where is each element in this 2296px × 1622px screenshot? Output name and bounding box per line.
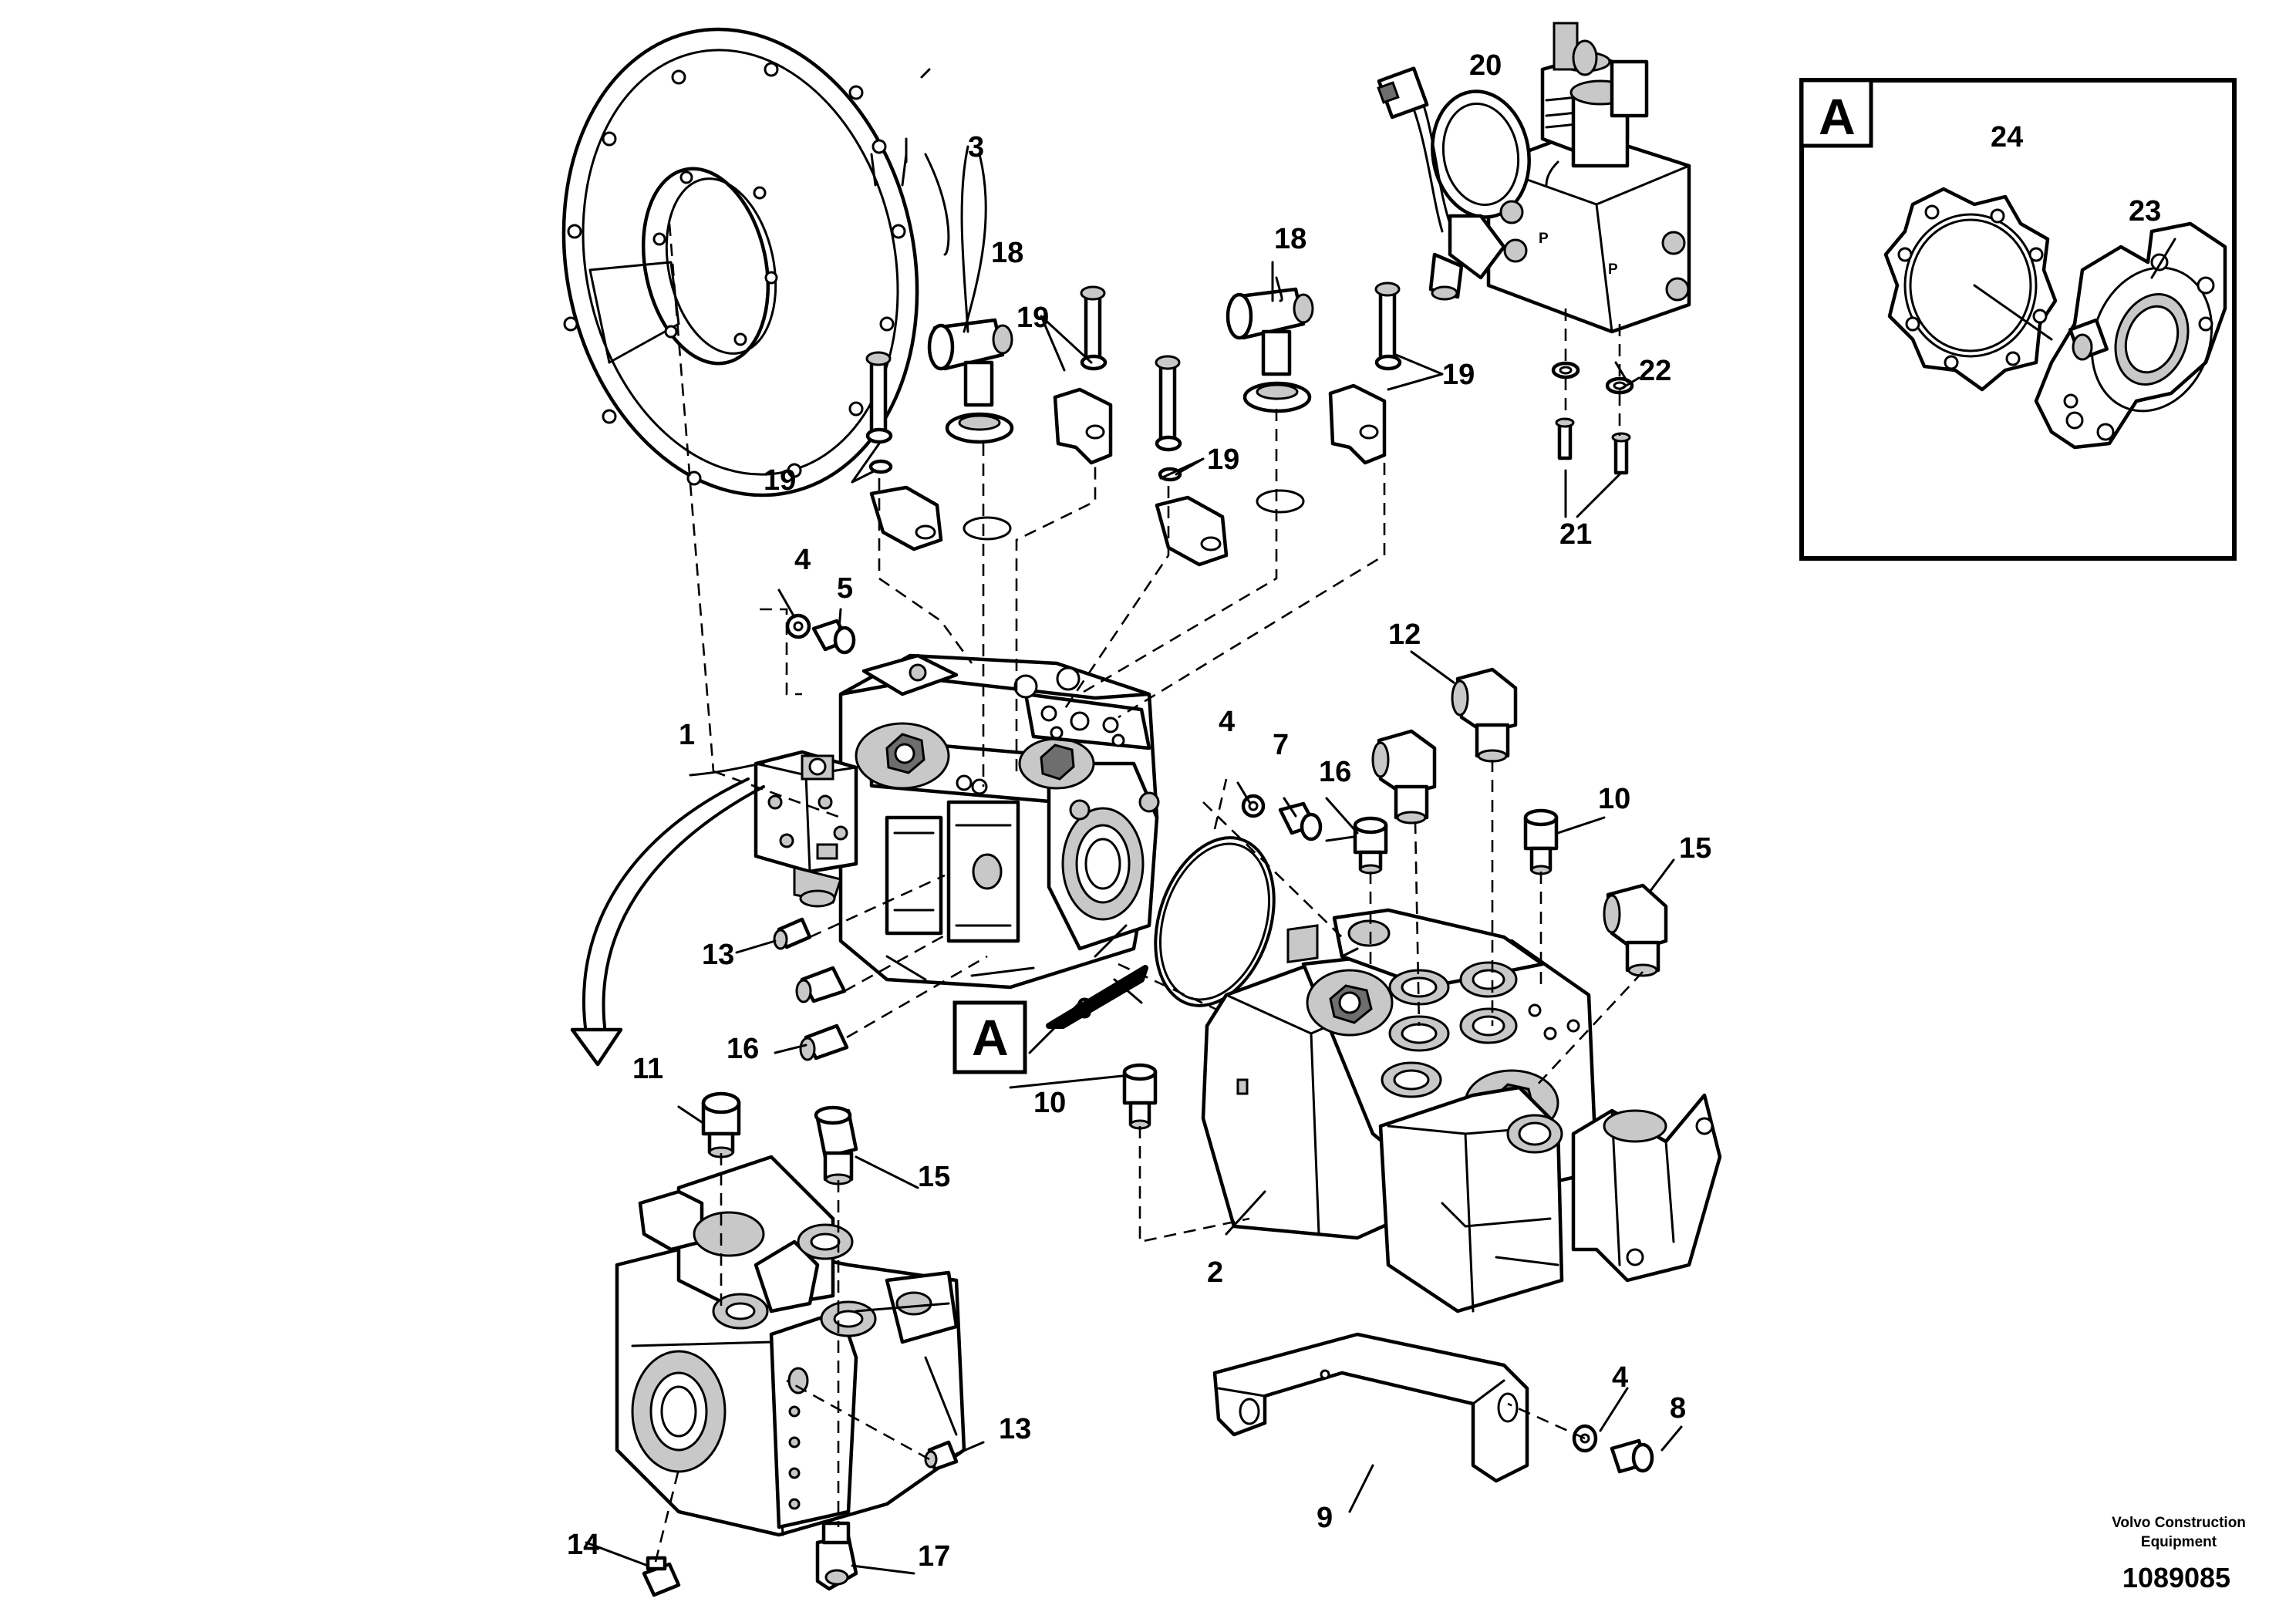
detail-view-gasket-part-24 — [1883, 187, 2058, 392]
screw-and-washer-parts-4-7 — [1241, 794, 1323, 841]
elbow-fitting-part-12 — [1371, 667, 1518, 824]
screws-and-washers-parts-21-22 — [1551, 309, 1634, 475]
company-name-line2: Equipment — [2141, 1534, 2217, 1550]
callout-23: 23 — [2129, 195, 2161, 228]
flange-clamps-part-19 — [865, 282, 1402, 567]
screw-and-washer-parts-4-8 — [1572, 1424, 1654, 1474]
callout-12: 12 — [1388, 619, 1421, 651]
detail-view-letter: A — [1819, 88, 1856, 145]
callout-4-bracket: 4 — [1612, 1361, 1628, 1394]
callout-19-c: 19 — [1207, 443, 1239, 476]
detail-a-pointer-arrow — [1046, 965, 1148, 1029]
company-name-line1: Volvo Construction — [2112, 1515, 2246, 1531]
callout-11: 11 — [632, 1053, 663, 1085]
callout-13-bottom: 13 — [999, 1413, 1031, 1445]
o-ring-part-6 — [1154, 836, 1276, 1007]
main-pump-part-1 — [754, 653, 1160, 990]
pump-rear-view — [615, 1155, 966, 1537]
callout-18-left: 18 — [991, 237, 1023, 269]
callout-10-right: 10 — [1598, 783, 1630, 815]
elbow-fitting-18-left — [927, 318, 1014, 541]
solenoid-valve-block-part-20: P P — [1377, 22, 1691, 334]
assembly-dashed-lines — [654, 223, 1644, 1563]
fittings-parts-13-16-left — [773, 917, 849, 1061]
leader-lines — [585, 68, 1683, 1575]
bracket-part-9 — [1212, 1332, 1529, 1483]
svg-text:P: P — [1608, 261, 1618, 278]
callout-6: 6 — [1076, 993, 1092, 1025]
callout-17: 17 — [918, 1540, 950, 1573]
screw-and-washer-parts-4-5 — [785, 613, 856, 655]
callout-14: 14 — [567, 1529, 599, 1561]
callout-18-right: 18 — [1274, 223, 1306, 255]
detail-a-pointer-box — [952, 1000, 1027, 1074]
callout-4-mid: 4 — [1219, 706, 1235, 738]
callout-2: 2 — [1207, 1256, 1223, 1289]
callout-13-top: 13 — [702, 939, 734, 971]
callout-21: 21 — [1559, 518, 1592, 551]
callout-16-left: 16 — [727, 1033, 759, 1065]
callout-9: 9 — [1317, 1502, 1333, 1534]
callout-19-b: 19 — [764, 464, 796, 497]
callout-16-mid: 16 — [1319, 756, 1351, 788]
fitting-part-16-right — [1353, 816, 1388, 875]
callout-10-left: 10 — [1033, 1087, 1066, 1119]
svg-text:P: P — [1539, 231, 1549, 247]
pump-assembly-part-2 — [1201, 908, 1722, 1313]
callout-20: 20 — [1469, 49, 1502, 82]
detail-view-flange-part-23 — [2034, 221, 2227, 450]
drawing-number: 1089085 — [2122, 1562, 2230, 1593]
fitting-part-10-right — [1523, 808, 1559, 875]
callout-19-d: 19 — [1442, 359, 1475, 391]
callout-labels: 1 2 3 4 4 4 5 6 7 8 9 10 10 11 12 13 13 … — [567, 49, 2161, 1573]
callout-8: 8 — [1670, 1392, 1686, 1425]
callout-22: 22 — [1639, 355, 1671, 387]
callout-19-a: 19 — [1017, 302, 1049, 334]
view-rotation-arrow — [570, 777, 765, 1067]
callout-5: 5 — [837, 572, 853, 605]
elbow-fitting-18-right — [1226, 287, 1314, 514]
callout-7: 7 — [1273, 729, 1289, 761]
fitting-part-10-left — [1122, 1063, 1158, 1130]
callout-15-bottom: 15 — [918, 1161, 950, 1193]
elbow-fitting-part-15-right — [1603, 883, 1668, 977]
callout-15-right: 15 — [1679, 832, 1711, 865]
callout-3: 3 — [968, 131, 984, 164]
callout-1: 1 — [679, 719, 695, 751]
callout-24: 24 — [1991, 121, 2023, 153]
coupling-plate-part-3 — [561, 27, 919, 497]
footer: Volvo Construction Equipment 1089085 — [2112, 1515, 2246, 1593]
detail-pointer-letter: A — [972, 1009, 1009, 1066]
rear-view-fittings — [642, 1091, 959, 1597]
callout-4-top: 4 — [794, 544, 811, 576]
